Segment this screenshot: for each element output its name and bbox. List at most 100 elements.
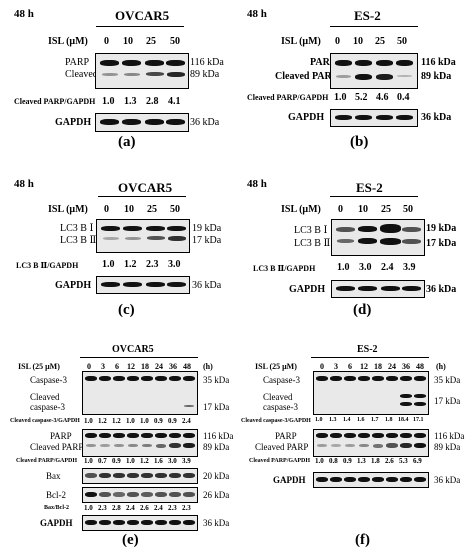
ratio-value: 0.9 (343, 457, 352, 465)
kda-116: 116 kDa (190, 57, 224, 68)
marker-cleaved-parp: Cleaved PARP (255, 442, 309, 452)
ctrl-kda: 36 kDa (203, 518, 230, 528)
kda-89: 89 kDa (421, 71, 452, 82)
panel-e: OVCAR5 ISL (25 μM) 0 3 6 12 18 24 36 48 … (0, 340, 233, 550)
ratio-value: 3.0 (359, 262, 372, 273)
marker-parp: PARP (50, 431, 72, 441)
ratio-value: 3.0 (168, 259, 181, 270)
header-underline (98, 196, 186, 197)
marker-caspase3: Caspase-3 (30, 375, 67, 385)
ratio-value: 0.9 (154, 417, 163, 425)
time-point: 18 (374, 362, 382, 371)
ratio-value: 17.1 (413, 417, 424, 423)
ratio-value: 2.8 (146, 96, 159, 107)
ratio-value: 0.9 (112, 457, 121, 465)
marker-lc3b-ii: LC3 B Ⅱ (60, 235, 97, 246)
marker-cleaved-caspase3-line1: Cleaved (30, 392, 60, 402)
panel-letter: (d) (353, 302, 372, 318)
kda-19: 19 kDa (426, 223, 457, 234)
ratio-value: 2.8 (112, 504, 121, 512)
ctrl-label: GAPDH (55, 280, 92, 291)
ratio-value: 1.2 (124, 259, 137, 270)
marker-cleaved-parp: Cleaved PARP (275, 71, 338, 82)
kda-89: 89 kDa (434, 442, 461, 452)
ratio-value: 1.0 (126, 457, 135, 465)
isl-label: ISL (25 μM) (255, 362, 297, 371)
cell-line-label: OVCAR5 (115, 8, 170, 23)
ratio-value: 1.7 (371, 417, 379, 423)
kda-89: 89 kDa (190, 69, 220, 80)
ctrl-label: GAPDH (288, 112, 325, 123)
panel-a: 48 h OVCAR5 ISL (μM) 0 10 25 50 PARP Cle… (0, 0, 233, 150)
casp-ratio-label: Cleaved caspase-3/GAPDH (10, 418, 80, 424)
blot-bcl2 (82, 487, 198, 503)
cell-line-label: ES-2 (357, 344, 378, 355)
dose-0: 0 (104, 36, 109, 47)
ratio-value: 1.3 (329, 417, 337, 423)
time-point: 36 (402, 362, 410, 371)
dose-0: 0 (335, 36, 340, 47)
panel-letter: (f) (355, 532, 370, 548)
ratio-value: 0.4 (397, 92, 410, 103)
ctrl-kda: 36 kDa (190, 117, 220, 128)
marker-cleaved-caspase3-line1: Cleaved (263, 392, 293, 402)
dose-50: 50 (170, 204, 180, 215)
ratio-value: 1.0 (315, 457, 324, 465)
blot-gapdh (96, 276, 190, 294)
blot-parp (82, 429, 198, 457)
ratio-label: Cleaved PARP/GAPDH (14, 97, 96, 106)
kda-116: 116 kDa (434, 431, 465, 441)
dose-25: 25 (375, 36, 385, 47)
time-label: 48 h (14, 178, 34, 190)
kda-35: 35 kDa (434, 375, 461, 385)
ratio-label: Cleaved PARP/GAPDH (247, 93, 329, 102)
time-point: 12 (127, 362, 135, 371)
marker-cleaved-parp: Cleaved PARP (65, 69, 124, 80)
cell-line-label: OVCAR5 (112, 344, 154, 355)
ratio-value: 2.4 (154, 504, 163, 512)
ratio-value: 5.2 (355, 92, 368, 103)
time-unit: (h) (436, 362, 446, 371)
ratio-value: 2.4 (126, 504, 135, 512)
ratio-value: 1.8 (385, 417, 393, 423)
cell-line-label: ES-2 (356, 180, 383, 195)
ctrl-label: GAPDH (289, 284, 326, 295)
parp-ratio-label: Cleaved PARP/GAPDH (249, 458, 311, 464)
kda-89: 89 kDa (203, 442, 230, 452)
bax-ratio-label: Bax/Bcl-2 (44, 505, 69, 511)
ratio-value: 2.6 (385, 457, 394, 465)
dose-25: 25 (147, 204, 157, 215)
panel-b: 48 h ES-2 ISL (μM) 0 10 25 50 PARP Cleav… (233, 0, 467, 150)
dose-0: 0 (104, 204, 109, 215)
blot-gapdh (313, 472, 429, 488)
header-underline (311, 357, 429, 358)
isl-label: ISL (μM) (281, 36, 321, 47)
isl-label: ISL (μM) (48, 36, 88, 47)
kda-116: 116 kDa (203, 431, 234, 441)
dose-10: 10 (353, 36, 363, 47)
dose-50: 50 (403, 204, 413, 215)
marker-bax: Bax (46, 471, 61, 481)
marker-caspase3: Caspase-3 (263, 375, 300, 385)
ctrl-kda: 36 kDa (434, 475, 461, 485)
blot-gapdh (82, 515, 198, 531)
ratio-value: 1.0 (84, 457, 93, 465)
ratio-value: 0.7 (98, 457, 107, 465)
time-point: 18 (141, 362, 149, 371)
time-point: 0 (87, 362, 91, 371)
ratio-value: 1.0 (102, 96, 115, 107)
dose-10: 10 (124, 204, 134, 215)
time-point: 48 (416, 362, 424, 371)
ratio-value: 1.3 (124, 96, 137, 107)
panel-letter: (b) (350, 134, 369, 150)
ratio-value: 3.9 (403, 262, 416, 273)
ratio-value: 1.0 (337, 262, 350, 273)
time-point: 36 (169, 362, 177, 371)
ratio-value: 18.4 (398, 417, 409, 423)
ratio-value: 1.6 (154, 457, 163, 465)
ratio-value: 1.6 (357, 417, 365, 423)
dose-10: 10 (123, 36, 133, 47)
ratio-value: 1.4 (343, 417, 351, 423)
panel-d: 48 h ES-2 ISL (μM) 0 10 25 50 LC3 B Ⅰ LC… (233, 172, 467, 322)
ratio-value: 2.3 (98, 504, 107, 512)
